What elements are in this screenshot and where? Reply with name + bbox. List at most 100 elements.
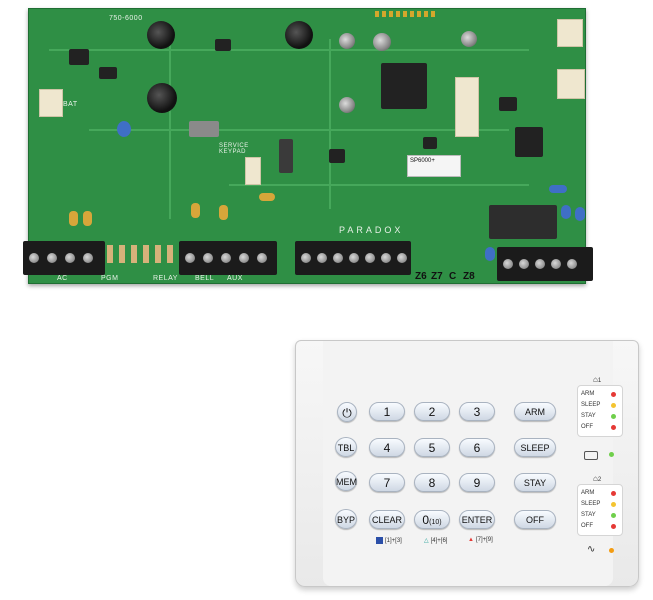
area-1-status-panel: ARM SLEEP STAY OFF xyxy=(577,385,623,437)
chip xyxy=(215,39,231,51)
battery-silkscreen: BAT xyxy=(63,101,78,108)
alarm-keypad: ⏻ TBL MEM BYP 1 2 3 4 5 6 7 8 9 CLEAR 0(… xyxy=(295,340,639,587)
pgm-silkscreen: PGM xyxy=(101,275,119,282)
model-sticker: SP6000+ xyxy=(407,155,461,177)
area-2-arm-label: ARM xyxy=(581,490,595,496)
capacitor xyxy=(259,193,275,201)
chip xyxy=(423,137,437,149)
capacitor xyxy=(147,83,177,113)
relay xyxy=(489,205,557,239)
connector-header xyxy=(455,77,479,137)
key-8[interactable]: 8 xyxy=(414,473,450,492)
key-1[interactable]: 1 xyxy=(369,402,405,421)
battery-icon xyxy=(584,451,598,460)
panic-legend-2: △[4]+[6] xyxy=(424,538,448,544)
area-2-stay-led xyxy=(611,513,616,518)
ac-led xyxy=(609,548,614,553)
power-button[interactable]: ⏻ xyxy=(337,402,357,422)
capacitor xyxy=(575,207,585,221)
medical-icon: △ xyxy=(424,538,429,544)
service-keypad-silkscreen: SERVICE KEYPAD xyxy=(219,143,249,155)
microcontroller-chip xyxy=(381,63,427,109)
key-0[interactable]: 0(10) xyxy=(414,510,450,529)
area-1-arm-led xyxy=(611,392,616,397)
byp-button[interactable]: BYP xyxy=(335,509,357,529)
police-icon xyxy=(376,537,383,544)
capacitor xyxy=(373,33,391,51)
area-2-arm-led xyxy=(611,491,616,496)
capacitor xyxy=(561,205,571,219)
battery-connector xyxy=(39,89,63,117)
area-1-sleep-led xyxy=(611,403,616,408)
key-3[interactable]: 3 xyxy=(459,402,495,421)
key-9[interactable]: 9 xyxy=(459,473,495,492)
ac-power-icon: ∿ xyxy=(587,544,596,555)
area-2-status-panel: ARM SLEEP STAY OFF xyxy=(577,484,623,536)
ac-silkscreen: AC xyxy=(57,275,68,282)
voltage-regulator xyxy=(515,127,543,157)
key-2[interactable]: 2 xyxy=(414,402,450,421)
capacitor xyxy=(69,211,78,226)
area-1-sleep-label: SLEEP xyxy=(581,402,601,408)
keypad-face xyxy=(323,341,613,586)
terminal-block-ac xyxy=(23,241,105,275)
capacitor xyxy=(83,211,92,226)
connector-header xyxy=(245,157,261,185)
chip xyxy=(329,149,345,163)
chip xyxy=(69,49,89,65)
arm-button[interactable]: ARM xyxy=(514,402,556,421)
area-2-off-led xyxy=(611,524,616,529)
key-4[interactable]: 4 xyxy=(369,438,405,457)
area-2-sleep-label: SLEEP xyxy=(581,501,601,507)
capacitor xyxy=(285,21,313,49)
panic-legend-3: ▲[7]+[9] xyxy=(468,537,493,543)
capacitor xyxy=(191,203,200,218)
key-7[interactable]: 7 xyxy=(369,473,405,492)
connector-header xyxy=(557,19,583,47)
area-1-off-led xyxy=(611,425,616,430)
pin-header xyxy=(375,11,435,17)
area-1-stay-led xyxy=(611,414,616,419)
area-2-off-label: OFF xyxy=(581,523,593,529)
capacitor xyxy=(117,121,131,137)
terminal-block-bell-aux xyxy=(179,241,277,275)
paradox-brand-silkscreen: PARADOX xyxy=(339,225,404,235)
mem-button[interactable]: MEM xyxy=(335,471,357,491)
area-1-off-label: OFF xyxy=(581,424,593,430)
tbl-button[interactable]: TBL xyxy=(335,437,357,457)
key-5[interactable]: 5 xyxy=(414,438,450,457)
area-2-stay-label: STAY xyxy=(581,512,596,518)
fire-icon: ▲ xyxy=(468,537,474,543)
key-6[interactable]: 6 xyxy=(459,438,495,457)
capacitor xyxy=(485,247,495,261)
area-1-arm-label: ARM xyxy=(581,391,595,397)
zone-label-z8: Z8 xyxy=(463,271,475,282)
panic-legend-1: [1]+[3] xyxy=(376,537,402,544)
clear-button[interactable]: CLEAR xyxy=(369,510,405,529)
alarm-control-circuit-board: 750-6000 BAT SP6000+ SERVICE KEYPAD PARA… xyxy=(23,8,593,284)
regulator xyxy=(189,121,219,137)
chip xyxy=(279,139,293,173)
enter-button[interactable]: ENTER xyxy=(459,510,495,529)
model-label: SP6000+ xyxy=(410,158,435,164)
power-led xyxy=(609,452,614,457)
capacitor xyxy=(339,33,355,49)
board-code-silkscreen: 750-6000 xyxy=(109,15,143,22)
zone-label-z7: Z7 xyxy=(431,271,443,282)
capacitor xyxy=(219,205,228,220)
stay-button[interactable]: STAY xyxy=(514,473,556,492)
capacitor xyxy=(461,31,477,47)
aux-silkscreen: AUX xyxy=(227,275,243,282)
relay-silkscreen: RELAY xyxy=(153,275,178,282)
bell-silkscreen: BELL xyxy=(195,275,215,282)
capacitor xyxy=(339,97,355,113)
zone-label-c: C xyxy=(449,271,457,282)
capacitor xyxy=(147,21,175,49)
pgm-relay-pins xyxy=(107,245,179,263)
zone-label-z6: Z6 xyxy=(415,271,427,282)
key-0-sublabel: (10) xyxy=(429,519,442,526)
sleep-button[interactable]: SLEEP xyxy=(514,438,556,457)
area-1-house-icon: ⌂1 xyxy=(593,375,602,384)
off-button[interactable]: OFF xyxy=(514,510,556,529)
capacitor xyxy=(549,185,567,193)
